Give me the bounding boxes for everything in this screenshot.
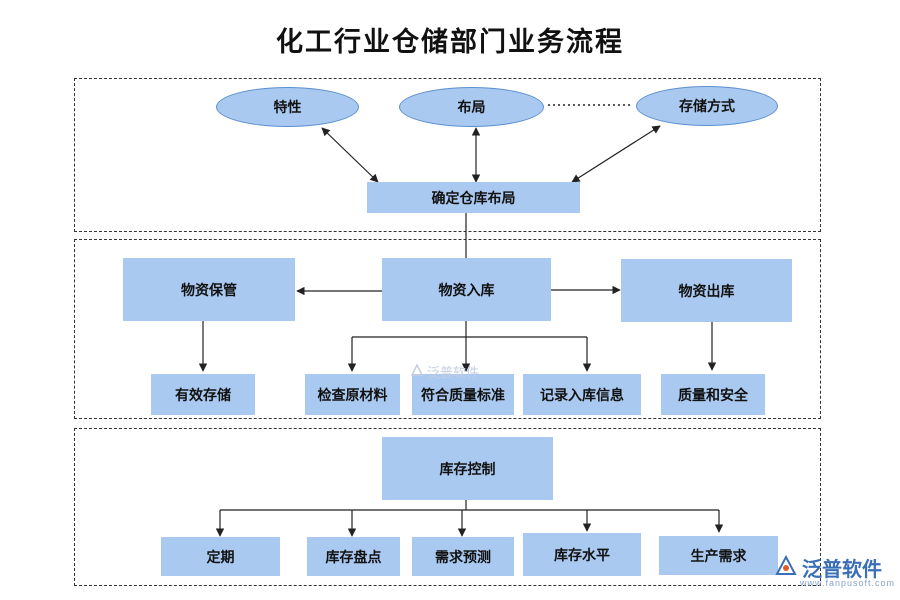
watermark-logo-icon xyxy=(410,362,424,381)
node-effective-storage: 有效存储 xyxy=(151,374,255,415)
node-stock-level: 库存水平 xyxy=(523,533,641,576)
node-material-inbound: 物资入库 xyxy=(382,258,551,321)
brand-logo: 泛普软件 xyxy=(774,553,882,582)
node-inspect-materials: 检查原材料 xyxy=(305,374,400,415)
node-periodic: 定期 xyxy=(161,537,280,576)
node-quality-safety: 质量和安全 xyxy=(661,374,765,415)
node-material-outbound: 物资出库 xyxy=(621,259,792,322)
node-record-inbound: 记录入库信息 xyxy=(523,374,641,415)
watermark: 泛普软件 xyxy=(410,362,479,381)
node-meet-quality: 符合质量标准 xyxy=(412,374,514,415)
arrow-feature-layout xyxy=(321,127,379,183)
section-inbound-outbound xyxy=(74,239,821,419)
node-feature: 特性 xyxy=(216,87,359,127)
node-production-demand: 生产需求 xyxy=(659,536,778,575)
arrow-storage-determine xyxy=(571,125,661,183)
section-inventory-control xyxy=(74,428,821,586)
brand-logo-icon xyxy=(774,554,798,582)
diagram-title: 化工行业仓储部门业务流程 xyxy=(276,27,624,58)
node-storage-method: 存储方式 xyxy=(636,86,778,126)
watermark-text: 泛普软件 xyxy=(427,366,480,381)
node-determine-layout: 确定仓库布局 xyxy=(367,182,580,213)
node-stock-count: 库存盘点 xyxy=(307,537,400,576)
node-demand-forecast: 需求预测 xyxy=(412,537,514,576)
brand-logo-name: 泛普软件 xyxy=(802,557,882,581)
section-layout xyxy=(74,78,821,232)
brand-logo-url: www.fanpusoft.com xyxy=(800,578,896,588)
node-inventory-control: 库存控制 xyxy=(382,437,553,500)
node-material-custody: 物资保管 xyxy=(123,258,295,321)
node-layout: 布局 xyxy=(399,87,544,127)
